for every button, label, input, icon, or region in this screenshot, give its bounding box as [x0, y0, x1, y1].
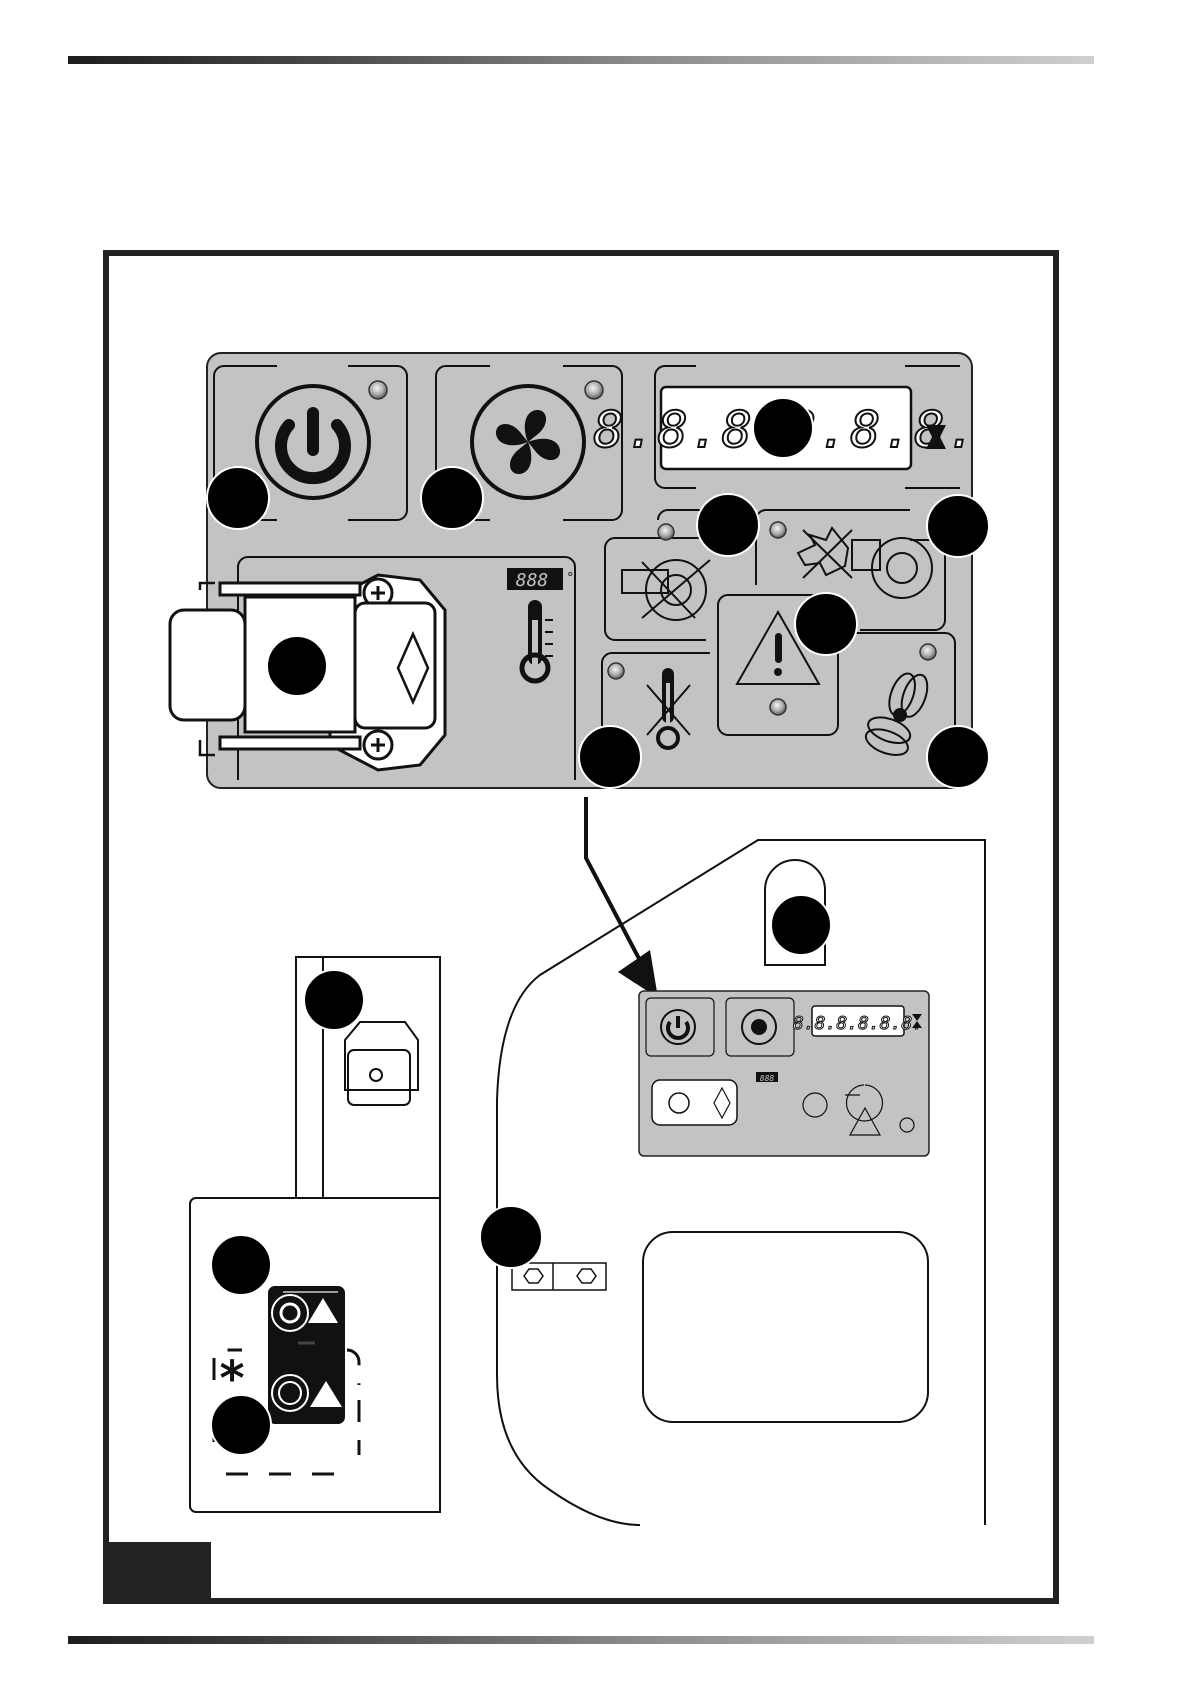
fan-led [585, 381, 603, 399]
callout-marker [753, 398, 813, 458]
reset-button-icon[interactable] [272, 1295, 308, 1331]
mini-connector [652, 1080, 737, 1125]
mini-hour-counter-digits: 8.8.8.8.8.8. [793, 1013, 923, 1034]
alarm-led [770, 699, 786, 715]
callout-marker [927, 495, 989, 557]
callout-marker [579, 726, 641, 788]
mini-control-panel: 8.8.8.8.8.8. 888 [639, 991, 929, 1156]
main-control-panel: 8.8.8.8.8.8. 888 ° [170, 353, 979, 788]
footer-rule [68, 1636, 1094, 1644]
ignition-led [770, 522, 786, 538]
mounting-nuts [512, 1263, 606, 1290]
callout-marker [267, 636, 327, 696]
fan-fault-led [920, 644, 936, 660]
callout-marker [304, 970, 364, 1030]
mini-temperature-digits: 888 [760, 1074, 775, 1083]
compressor-led [658, 524, 674, 540]
temperature-led [608, 663, 624, 679]
callout-marker [697, 494, 759, 556]
power-led [369, 381, 387, 399]
callout-marker [211, 1235, 271, 1295]
motor-reset-button-icon[interactable] [272, 1375, 308, 1411]
callout-marker [421, 467, 483, 529]
callout-marker [771, 895, 831, 955]
zoom-arrow [586, 797, 658, 998]
temperature-unit: ° [567, 571, 574, 586]
callout-marker [211, 1395, 271, 1455]
callout-marker [480, 1206, 542, 1268]
callout-marker [927, 726, 989, 788]
callout-marker [795, 593, 857, 655]
callout-marker [207, 467, 269, 529]
temperature-digits: 888 [516, 570, 549, 591]
unit-housing-outline [497, 840, 985, 1525]
